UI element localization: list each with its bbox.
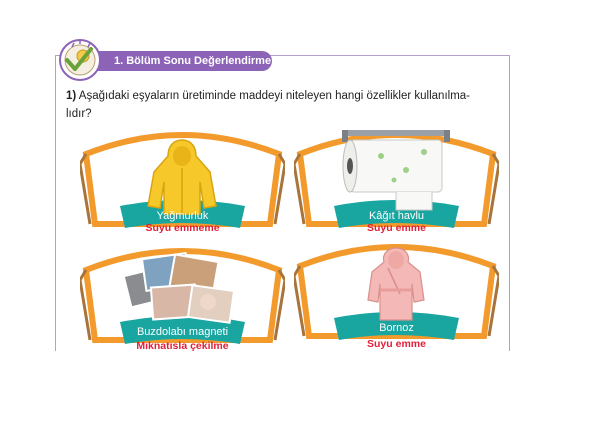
card-fridge-magnet: Buzdolabı magneti	[80, 240, 285, 350]
card-answer: Suyu emme	[367, 222, 426, 234]
card-paper-towel: Kâğıt havlu	[294, 124, 499, 234]
raincoat-icon	[147, 139, 217, 215]
card-answer: Suyu emmeme	[145, 222, 220, 234]
card-label: Kâğıt havlu	[368, 210, 425, 222]
card-raincoat: Yağmurluk	[80, 124, 285, 234]
bathrobe-icon	[367, 247, 425, 321]
section-title: 1. Bölüm Sonu Değerlendirme	[114, 55, 272, 67]
card-label: Buzdolabı magneti	[136, 326, 229, 338]
section-header: 1. Bölüm Sonu Değerlendirme	[90, 51, 272, 71]
card-label: Yağmurluk	[156, 210, 209, 222]
card-answer: Mıknatısla çekilme	[136, 340, 229, 352]
question-text-cont: lıdır?	[66, 108, 92, 120]
question-number: 1)	[66, 90, 77, 102]
question-1: 1) Aşağıdaki eşyaların üretiminde maddey…	[66, 87, 506, 123]
card-answer: Suyu emme	[367, 338, 426, 350]
card-bathrobe: Bornoz	[294, 236, 499, 346]
question-text: Aşağıdaki eşyaların üretiminde maddeyi n…	[78, 90, 470, 102]
paper-towel-icon	[342, 130, 450, 211]
check-badge-icon	[59, 39, 101, 81]
fridge-magnet-icon	[124, 251, 236, 324]
card-label: Bornoz	[379, 322, 414, 334]
page-frame	[55, 55, 510, 351]
